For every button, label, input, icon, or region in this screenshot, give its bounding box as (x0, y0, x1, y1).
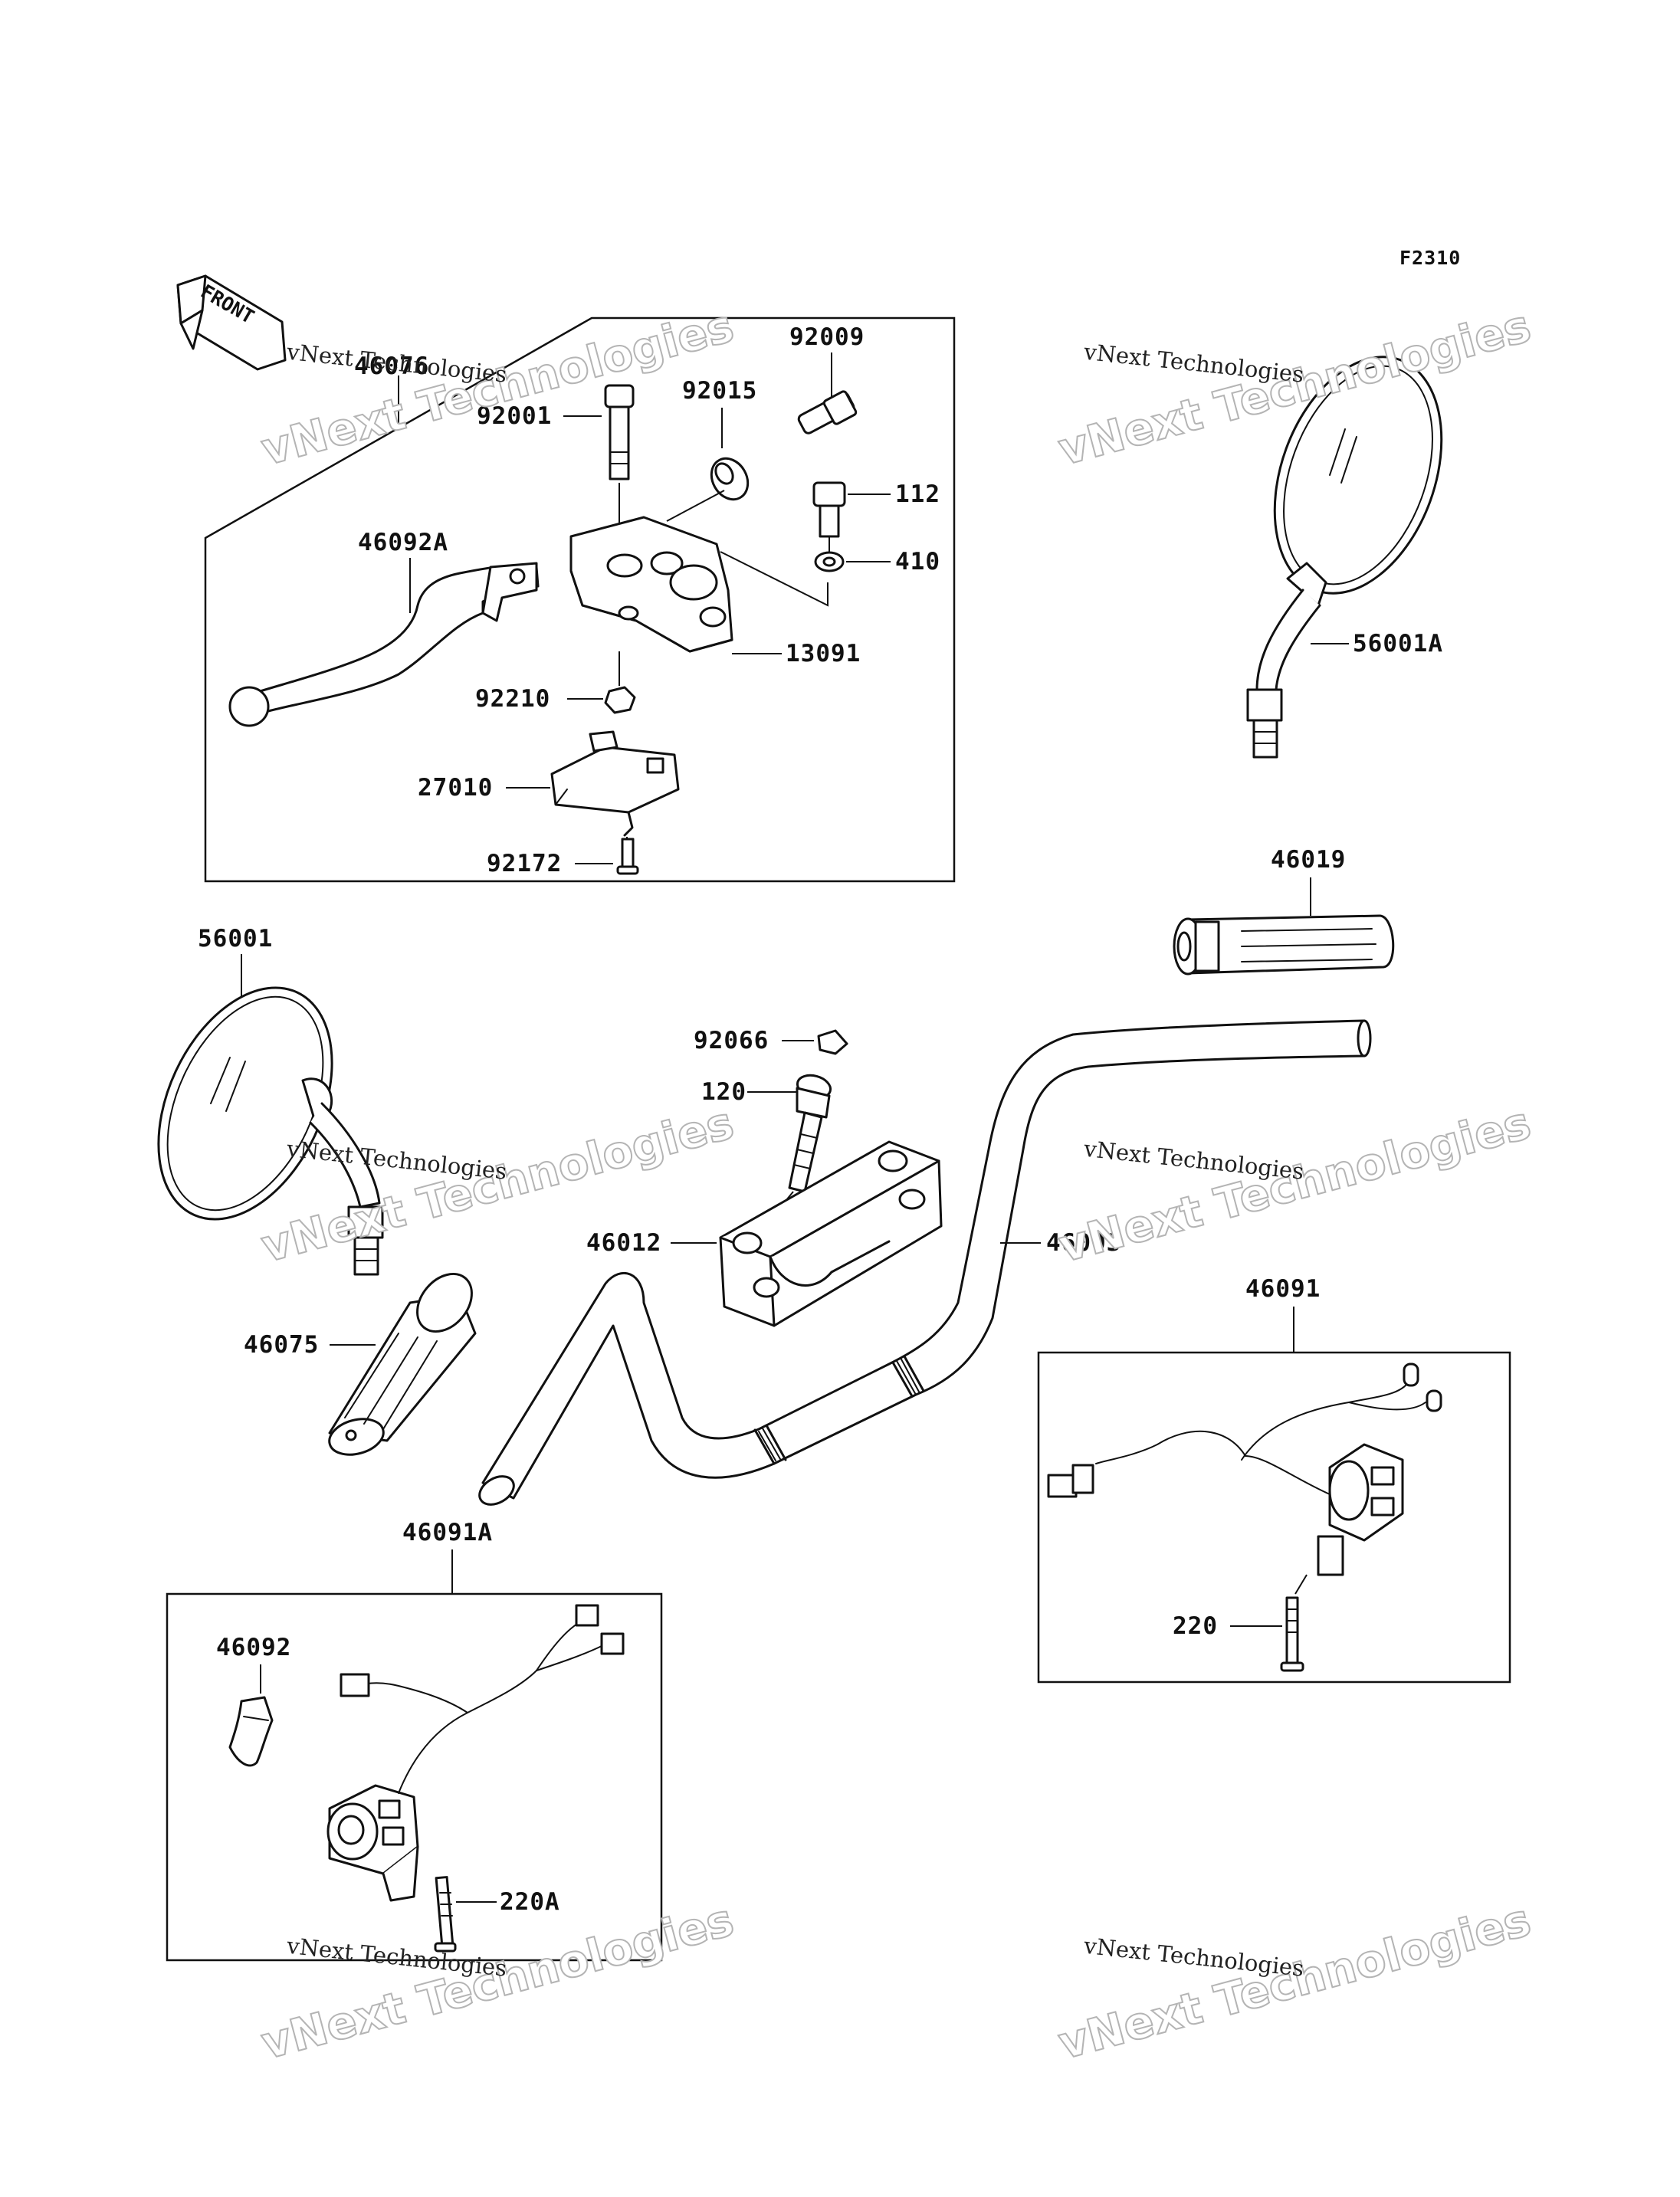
watermark-small-text: vNext Technologies (1082, 1136, 1305, 1185)
washer-410 (814, 551, 845, 572)
part-label-13091: 13091 (786, 640, 861, 667)
front-arrow-icon: FRONT (176, 274, 287, 371)
clutch-switch-27010 (550, 730, 680, 837)
watermark-big-text: vNext Technologies (256, 300, 739, 476)
watermark-top-left: vNext Technologies vNext Technologies (255, 299, 740, 477)
watermark-small-text: vNext Technologies (285, 339, 508, 388)
part-label-46012: 46012 (586, 1229, 661, 1257)
watermark-small-text: vNext Technologies (285, 1933, 508, 1982)
part-label-220A: 220A (500, 1888, 560, 1916)
right-handlebar-switch-46091 (1047, 1362, 1442, 1576)
part-label-410: 410 (895, 548, 940, 575)
part-label-92066: 92066 (694, 1027, 769, 1054)
watermark-big-text: vNext Technologies (1053, 1097, 1536, 1273)
part-label-92172: 92172 (487, 850, 562, 877)
figure-code: F2310 (1399, 247, 1461, 269)
part-label-46092: 46092 (216, 1634, 291, 1661)
part-label-27010: 27010 (418, 774, 493, 802)
part-label-46091A: 46091A (402, 1519, 493, 1546)
part-label-46092A: 46092A (358, 529, 448, 556)
watermark-small-text: vNext Technologies (1082, 1933, 1305, 1982)
part-label-220: 220 (1173, 1612, 1218, 1640)
handlebar-46003 (478, 1019, 1372, 1506)
left-handlebar-switch-46091A (326, 1604, 625, 1902)
mirror-left-56001 (157, 986, 384, 1276)
clutch-lever-46092A (228, 562, 540, 727)
part-label-112: 112 (895, 480, 940, 508)
switch-knob-46092 (228, 1696, 274, 1767)
lever-holder-13091 (569, 516, 733, 653)
screw-220A (434, 1876, 457, 1953)
cap-92066 (817, 1029, 848, 1055)
handlebar-clamp-46012 (719, 1140, 943, 1327)
watermark-bottom-right: vNext Technologies vNext Technologies (1052, 1893, 1537, 2071)
lever-assembly-box (204, 316, 956, 883)
part-label-46076: 46076 (354, 353, 429, 380)
grip-left-46075 (328, 1272, 477, 1456)
grip-right-46019 (1173, 914, 1395, 976)
part-label-46075: 46075 (244, 1331, 319, 1359)
part-label-46003: 46003 (1046, 1229, 1121, 1257)
part-label-46091: 46091 (1245, 1275, 1321, 1303)
adjuster-screw-92009 (797, 390, 858, 434)
right-switch-box (1037, 1351, 1511, 1684)
watermark-bottom-left: vNext Technologies vNext Technologies (255, 1893, 740, 2071)
bolt-120 (788, 1074, 832, 1193)
screw-92172 (616, 838, 639, 875)
bolt-112 (812, 481, 846, 538)
left-switch-box (166, 1592, 663, 1962)
watermark-small-text: vNext Technologies (285, 1136, 508, 1185)
part-label-92009: 92009 (789, 323, 865, 351)
watermark-small-text: vNext Technologies (1082, 339, 1305, 388)
part-label-56001: 56001 (198, 925, 273, 953)
part-label-46019: 46019 (1271, 846, 1346, 874)
watermark-middle-right: vNext Technologies vNext Technologies (1052, 1096, 1537, 1274)
pivot-bolt-92001 (604, 384, 635, 480)
screw-220 (1280, 1596, 1304, 1672)
part-label-120: 120 (701, 1078, 746, 1106)
part-label-56001A: 56001A (1353, 630, 1443, 657)
locknut-92015 (710, 457, 750, 501)
nut-92210 (604, 686, 636, 714)
part-label-92210: 92210 (475, 685, 550, 713)
watermark-big-text: vNext Technologies (256, 1894, 739, 2070)
mirror-right-56001A (1246, 356, 1443, 759)
part-label-92001: 92001 (477, 402, 552, 430)
watermark-big-text: vNext Technologies (1053, 1894, 1536, 2070)
part-label-92015: 92015 (682, 377, 757, 405)
